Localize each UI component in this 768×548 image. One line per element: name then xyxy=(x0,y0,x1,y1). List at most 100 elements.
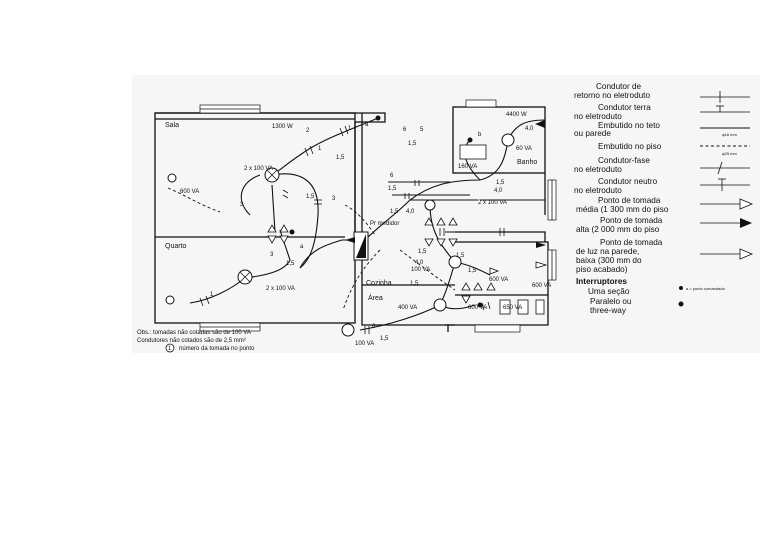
power-label: 600 VA xyxy=(489,277,508,283)
dash-meter xyxy=(344,204,376,236)
dash-area xyxy=(342,249,381,311)
power-label: 2 x 100 VA xyxy=(266,286,295,292)
windows xyxy=(199,99,557,333)
power-label: 600 VA xyxy=(532,283,551,289)
circuit-number: 1,5 xyxy=(286,261,295,267)
legend-small-label: φ16 mm xyxy=(722,132,737,137)
legend-tomada-alta-2: alta (2 000 mm do piso xyxy=(576,225,660,234)
legend-retorno-2: retorno no eletroduto xyxy=(574,91,650,100)
wall-banho xyxy=(452,106,546,174)
circuit-number: a xyxy=(300,244,304,250)
wire-sala-top xyxy=(271,117,379,176)
fixtures xyxy=(165,115,548,337)
wire-to-meter xyxy=(299,239,355,269)
circuit-number: 1,5 xyxy=(380,336,389,342)
power-label: 1300 W xyxy=(272,124,293,130)
legend-neutro-2: no eletroduto xyxy=(574,186,622,195)
circuit-number: 1,5 xyxy=(418,249,427,255)
circuit-number: 1,5 xyxy=(496,180,505,186)
legend-retorno-1: Condutor de xyxy=(596,82,642,91)
legend-tomada-baixa-2: de luz na parede, xyxy=(576,247,639,256)
light-point-corridor xyxy=(424,199,436,211)
socket-marker-sala xyxy=(167,173,177,183)
legend-ponto-comandado: a = ponto comandado xyxy=(686,286,726,291)
room-label-area: Área xyxy=(368,293,383,302)
window-banho xyxy=(465,99,497,108)
power-label: 100 VA xyxy=(355,341,374,347)
circuit-number: 4,0 xyxy=(415,260,424,266)
circuit-number: 6 xyxy=(403,127,407,133)
circuit-number: 1,5 xyxy=(390,209,399,215)
circuit-number: 1 xyxy=(210,292,214,298)
circuit-number: 6 xyxy=(390,173,394,179)
light-point-cozinha xyxy=(448,255,462,269)
dash-sala xyxy=(167,187,221,213)
circuit-number: 1,5 xyxy=(336,155,345,161)
power-label: 60 VA xyxy=(516,146,532,152)
switch-quarto xyxy=(165,295,175,305)
legend-embutido-teto-1: Embutido no teto xyxy=(598,121,660,130)
switch-sala xyxy=(375,115,381,121)
light-point-banho xyxy=(501,133,515,147)
power-label: 2 x 100 VA xyxy=(244,166,273,172)
legend-small-label: φ25 mm xyxy=(722,151,737,156)
switch-banho xyxy=(467,137,473,143)
light-point-area xyxy=(433,298,447,312)
plan-labels: 1300 W 2 x 100 VA 2 x 100 VA 600 VA 4400… xyxy=(180,112,551,347)
circuit-number: 1,5 xyxy=(388,186,397,192)
circuit-number: 6 xyxy=(372,324,376,330)
switch-single-icon xyxy=(679,286,683,290)
room-label-banho: Banho xyxy=(517,159,537,166)
circuit-number: 1,5 xyxy=(306,194,315,200)
legend-paralelo-1: Paralelo ou xyxy=(590,297,632,306)
legend-paralelo-2: three-way xyxy=(590,306,627,315)
circuit-number: 1,5 xyxy=(410,281,419,287)
legend: Condutor de retorno no eletroduto Condut… xyxy=(574,82,754,315)
legend-interruptores: Interruptores xyxy=(576,277,627,286)
banho-box xyxy=(459,144,487,160)
dash-cozinha xyxy=(399,249,456,291)
power-label: 4400 W xyxy=(506,112,527,118)
circuit-number: 1,5 xyxy=(468,268,477,274)
legend-tomada-baixa-1: Ponto de tomada xyxy=(600,238,663,247)
drawing-background xyxy=(132,75,760,353)
power-label: 2 x 100 VA xyxy=(478,200,507,206)
circuit-number: 4,0 xyxy=(494,188,503,194)
room-label-cozinha: Cozinha xyxy=(366,280,392,287)
legend-neutro-1: Condutor neutro xyxy=(598,177,658,186)
circuit-number: 3 xyxy=(240,202,244,208)
legend-tomada-media-2: média (1 300 mm do piso xyxy=(576,205,669,214)
circuit-number: 1 xyxy=(318,146,322,152)
meter-label: Pr medidor xyxy=(370,221,399,227)
legend-fase-1: Condutor-fase xyxy=(598,156,650,165)
wire-sala-down xyxy=(271,184,276,233)
wire-sala-left xyxy=(240,174,261,216)
circuit-number: 1,5 xyxy=(408,141,417,147)
circuit-number: 3 xyxy=(332,196,336,202)
window-area xyxy=(474,324,521,333)
power-label: 160 VA xyxy=(458,164,477,170)
switch-threeway-icon xyxy=(678,301,684,307)
legend-embutido-teto-2: ou parede xyxy=(574,129,611,138)
legend-terra-1: Condutor terra xyxy=(598,103,651,112)
legend-fase-2: no eletroduto xyxy=(574,165,622,174)
room-label-sala: Sala xyxy=(165,122,179,129)
power-label: 400 VA xyxy=(398,305,417,311)
circuit-number: 4,0 xyxy=(525,126,534,132)
circuit-number: 4,0 xyxy=(406,209,415,215)
power-label: 100 VA xyxy=(411,267,430,273)
circuit-number: 1,5 xyxy=(456,253,465,259)
circuit-number: 5 xyxy=(420,127,424,133)
legend-tomada-baixa-4: piso acabado) xyxy=(576,265,628,274)
switch-area xyxy=(477,302,483,308)
switch-sala-2 xyxy=(289,229,295,235)
circuit-number: b xyxy=(478,132,482,138)
circuit-number: 3 xyxy=(270,252,274,258)
notes: Obs.: tomadas não cotadas são de 100 VA … xyxy=(137,330,255,353)
note-circle-number: 1 xyxy=(168,346,172,352)
note-circle-icon xyxy=(165,343,175,353)
legend-tomada-alta-1: Ponto de tomada xyxy=(600,216,663,225)
power-label: 650 VA xyxy=(503,305,522,311)
